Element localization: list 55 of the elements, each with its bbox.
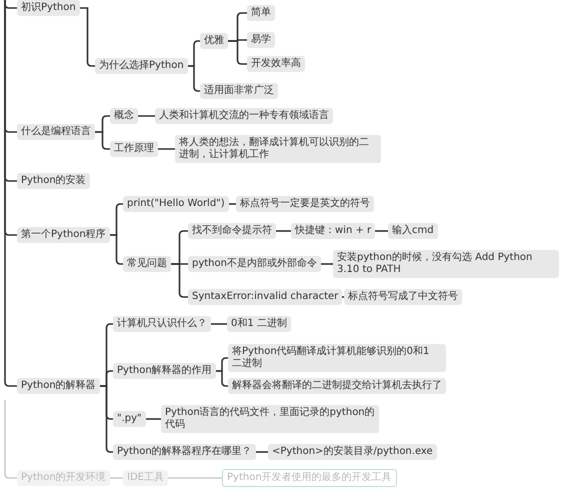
topic-box: ".py" (113, 411, 146, 427)
topic-box: Python的解释器程序在哪里？ (113, 444, 256, 460)
branch-line (188, 65, 200, 92)
topic-box: Python的解释器 (17, 378, 100, 394)
topic-box: 优雅 (200, 33, 228, 49)
branch-line (276, 230, 291, 232)
branch-line (375, 230, 388, 232)
branch-line (211, 323, 227, 325)
topic-box: 人类和计算机交流的一种专有领域语言 (155, 108, 333, 124)
topic-box: 0和1 二进制 (227, 316, 291, 332)
topic-box: 工作原理 (110, 141, 158, 157)
branch-line (228, 40, 247, 65)
topic-box: SyntaxError:invalid character (188, 289, 342, 305)
branch-line (146, 418, 161, 420)
topic-box: 输入cmd (388, 223, 438, 239)
topic-box: 简单 (247, 5, 275, 21)
branch-line (171, 263, 188, 298)
topic-box: 标点符号一定要是英文的符号 (236, 196, 374, 212)
topic-box: 常见问题 (123, 256, 171, 272)
branch-line (95, 131, 110, 150)
topic-box: 第一个Python程序 (17, 227, 110, 243)
topic-box: 为什么选择Python (95, 58, 188, 74)
branch-line (80, 7, 95, 67)
topic-box: <Python>的安装目录/python.exe (268, 444, 437, 460)
topic-box: Python解释器的作用 (113, 363, 216, 379)
branch-line (229, 203, 236, 205)
topic-box: IDE工具 (123, 470, 168, 486)
topic-box: 将人类的想法，翻译成计算机可以识别的二进制，让计算机工作 (175, 135, 381, 163)
topic-box: 标点符号写成了中文符号 (344, 289, 462, 305)
topic-box: 安装python的时候，没有勾选 Add Python 3.10 to PATH (333, 250, 559, 278)
branch-line (158, 148, 175, 150)
topic-box: 快捷键：win + r (291, 223, 376, 239)
branch-line (138, 115, 155, 117)
topic-box: python不是内部或外部命令 (188, 256, 321, 272)
topic-box: 将Python代码翻译成计算机能够识别的0和1 二进制 (228, 344, 446, 372)
branch-line (110, 477, 123, 479)
topic-box: print("Hello World") (123, 196, 229, 212)
topic-box: 解释器会将翻译的二进制提交给计算机去执行了 (228, 378, 446, 394)
topic-box: 概念 (110, 108, 138, 124)
topic-box: 计算机只认识什么？ (113, 316, 211, 332)
topic-box: 易学 (247, 32, 275, 48)
branch-line (168, 477, 222, 479)
topic-box: Python的开发环境 (17, 470, 110, 486)
topic-box: Python开发者使用的最多的开发工具 (222, 469, 397, 487)
branch-line (256, 451, 268, 453)
branch-line (321, 263, 333, 265)
branch-line (4, 0, 17, 387)
topic-box: Python语言的代码文件，里面记录的python的代码 (161, 405, 379, 433)
topic-box: 开发效率高 (247, 56, 305, 72)
topic-box: Python的安装 (17, 173, 90, 189)
topic-box: 初识Python (17, 0, 80, 16)
topic-box: 什么是编程语言 (17, 124, 95, 140)
topic-box: 适用面非常广泛 (200, 83, 278, 99)
topic-box: 找不到命令提示符 (188, 223, 276, 239)
branch-line (216, 370, 228, 387)
